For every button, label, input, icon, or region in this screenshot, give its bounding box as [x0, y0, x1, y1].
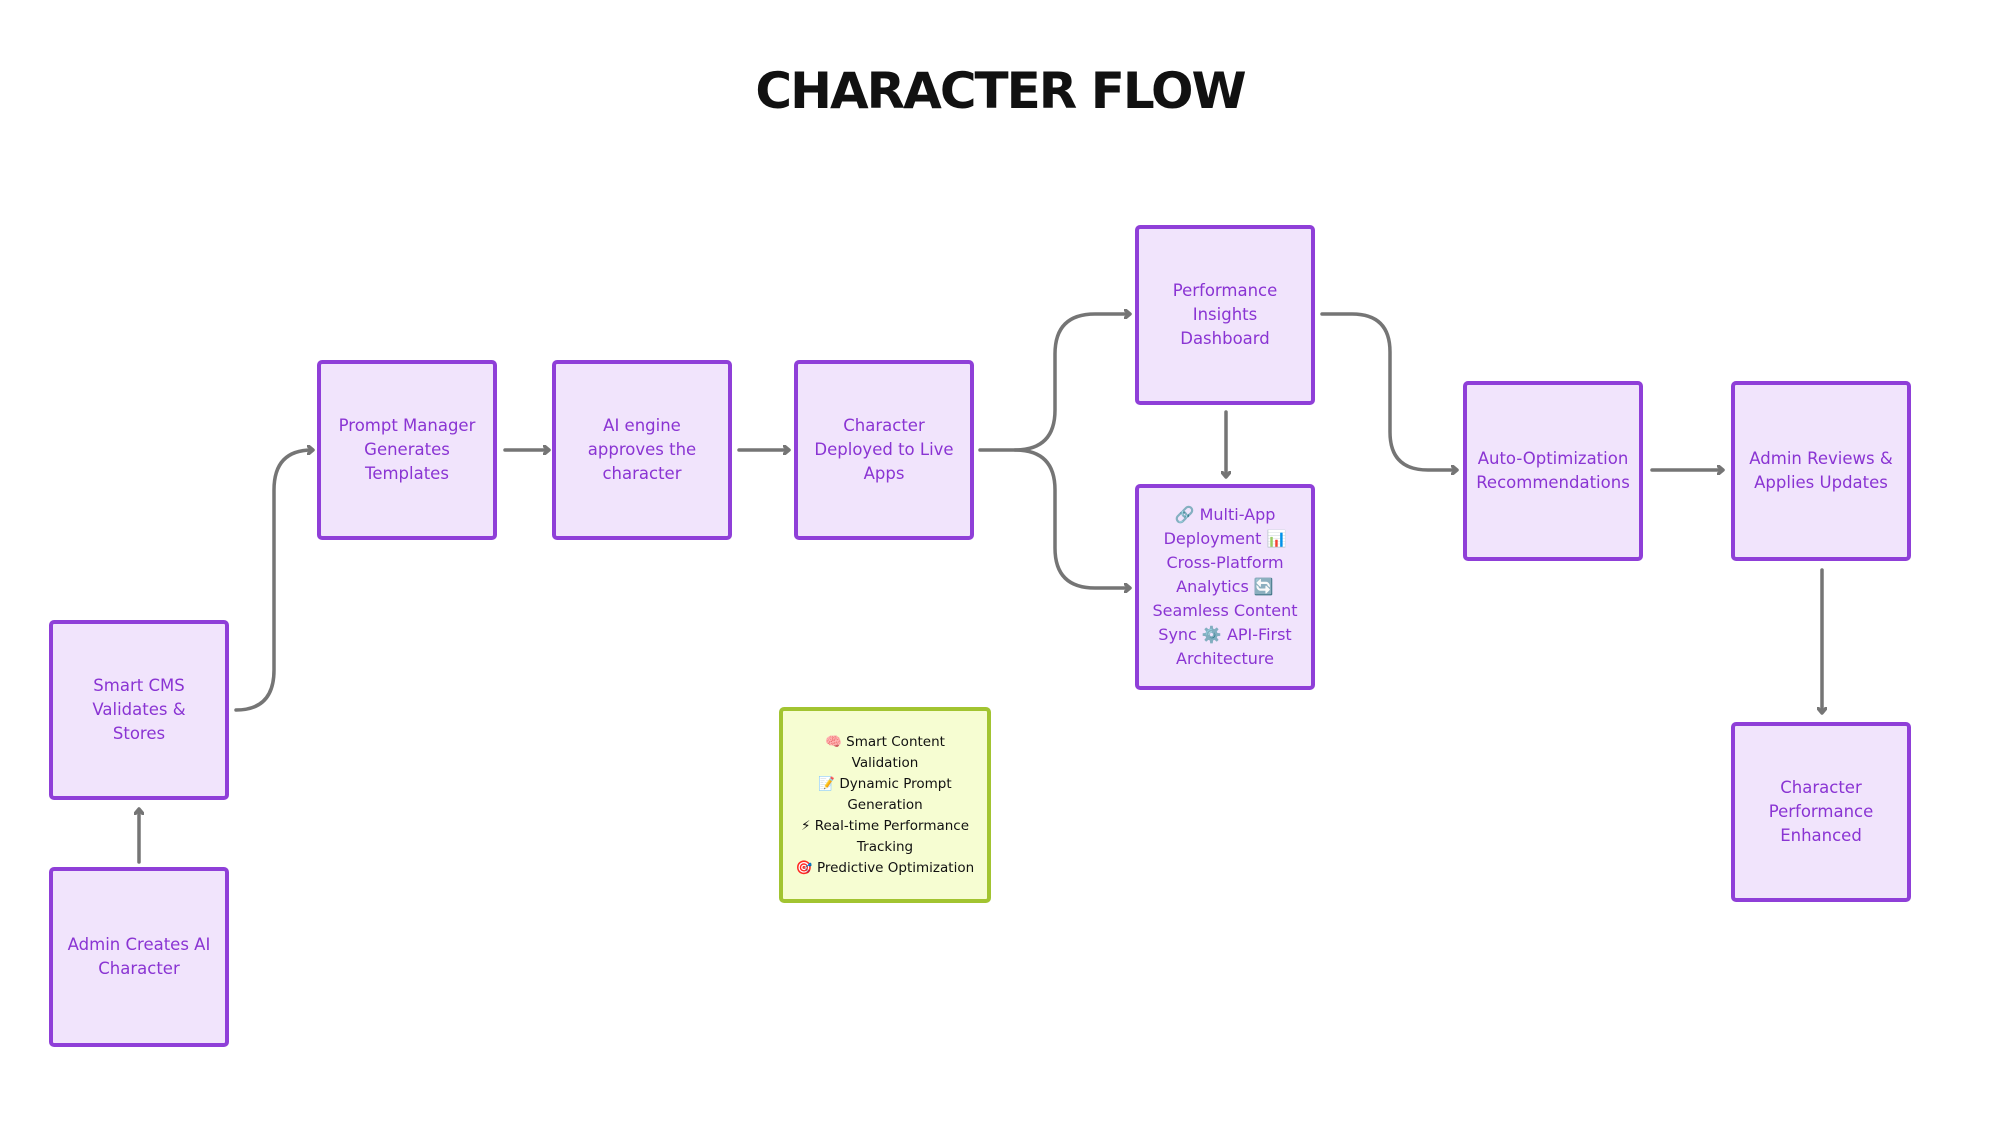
node-prompt-manager: Prompt Manager Generates Templates: [317, 360, 497, 540]
diagram-title: CHARACTER FLOW: [755, 62, 1246, 120]
feature-line: 🧠 Smart Content Validation: [825, 733, 945, 771]
node-admin-creates-ai-character: Admin Creates AI Character: [49, 867, 229, 1047]
feature-note: 🧠 Smart Content Validation 📝 Dynamic Pro…: [779, 707, 991, 903]
node-label: Character Deployed to Live Apps: [814, 416, 954, 483]
node-label: Performance Insights Dashboard: [1172, 281, 1278, 348]
feature-note-lines: 🧠 Smart Content Validation 📝 Dynamic Pro…: [793, 732, 977, 879]
node-label: Auto-Optimization Recommendations: [1476, 449, 1630, 492]
feature-line: ⚡ Real-time Performance Tracking: [800, 817, 970, 855]
arrow-deployed-to-multi-app: [1013, 448, 1129, 588]
node-character-deployed: Character Deployed to Live Apps: [794, 360, 974, 540]
feature-line: 📝 Dynamic Prompt Generation: [818, 775, 952, 813]
node-multi-app-deployment: 🔗 Multi-App Deployment 📊 Cross-Platform …: [1135, 484, 1315, 690]
node-label: 🔗 Multi-App Deployment 📊 Cross-Platform …: [1152, 505, 1298, 668]
arrow-insights-to-auto-optimization: [1320, 312, 1456, 470]
node-label: Prompt Manager Generates Templates: [338, 416, 476, 483]
node-label: Admin Reviews & Applies Updates: [1749, 449, 1893, 492]
arrow-cms-to-prompt-manager: [234, 450, 312, 712]
node-label: AI engine approves the character: [587, 416, 697, 483]
feature-line: 🎯 Predictive Optimization: [795, 859, 975, 876]
node-admin-reviews: Admin Reviews & Applies Updates: [1731, 381, 1911, 561]
node-performance-insights: Performance Insights Dashboard: [1135, 225, 1315, 405]
node-ai-engine: AI engine approves the character: [552, 360, 732, 540]
node-character-performance-enhanced: Character Performance Enhanced: [1731, 722, 1911, 902]
node-label: Smart CMS Validates & Stores: [92, 676, 186, 743]
node-label: Admin Creates AI Character: [67, 935, 211, 978]
arrow-deployed-to-insights: [978, 314, 1129, 452]
node-smart-cms: Smart CMS Validates & Stores: [49, 620, 229, 800]
node-auto-optimization: Auto-Optimization Recommendations: [1463, 381, 1643, 561]
node-label: Character Performance Enhanced: [1768, 778, 1874, 845]
